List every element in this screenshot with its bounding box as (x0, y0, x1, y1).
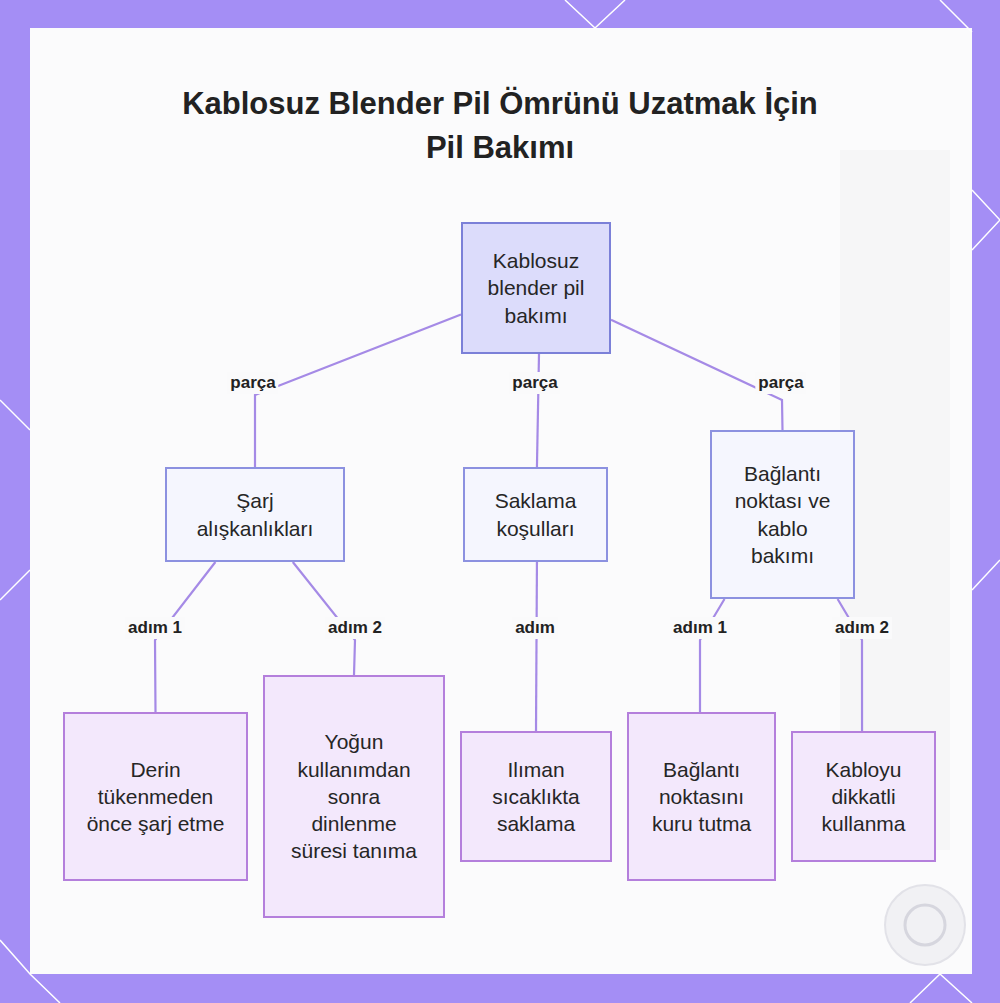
decor-line (910, 974, 972, 1003)
node-text: Bağlantı noktası ve kablo bakımı (732, 460, 833, 569)
edge-label: parça (227, 372, 278, 394)
step-box: Kabloyu dikkatli kullanma (791, 731, 936, 862)
connector (700, 599, 725, 712)
category-box: Saklama koşulları (463, 467, 608, 562)
node-text: Şarj alışkanlıkları (187, 487, 323, 542)
logo (885, 885, 965, 965)
edge-label: parça (509, 372, 560, 394)
step-box: Ilıman sıcaklıkta saklama (460, 731, 612, 862)
decor-line (940, 0, 972, 32)
inner-panel (30, 28, 972, 974)
root-box: Kablosuz blender pil bakımı (461, 222, 611, 354)
decor-line (0, 940, 60, 1003)
edge-label: adım 1 (670, 617, 730, 639)
edge-label: adım 2 (325, 617, 385, 639)
node-text: Ilıman sıcaklıkta saklama (482, 756, 590, 838)
step-box: Bağlantı noktasını kuru tutma (627, 712, 776, 881)
connector (255, 314, 461, 467)
edge-label: parça (755, 372, 806, 394)
node-text: Saklama koşulları (485, 487, 586, 542)
decor-line (0, 400, 30, 430)
edge-label: adım 2 (832, 617, 892, 639)
node-text: Bağlantı noktasını kuru tutma (649, 756, 754, 838)
step-box: Derin tükenmeden önce şarj etme (63, 712, 248, 881)
decor-line (972, 190, 1000, 250)
connector (535, 562, 538, 731)
node-text: Yoğun kullanımdan sonra dinlenme süresi … (285, 728, 423, 864)
node-text: Derin tükenmeden önce şarj etme (85, 756, 226, 838)
step-box: Yoğun kullanımdan sonra dinlenme süresi … (263, 675, 445, 918)
edge-label: adım (512, 617, 558, 639)
decor-line (565, 0, 625, 28)
category-box: Şarj alışkanlıkları (165, 467, 345, 562)
decor-line (0, 570, 30, 600)
connector (537, 354, 539, 467)
logo-circle (885, 885, 965, 965)
diagram-title: Kablosuz Blender Pil Ömrünü Uzatmak İçin… (170, 82, 830, 170)
logo-mark (905, 905, 945, 945)
node-text: Kablosuz blender pil bakımı (483, 247, 589, 329)
node-text: Kabloyu dikkatli kullanma (813, 756, 914, 838)
edge-label: adım 1 (125, 617, 185, 639)
category-box: Bağlantı noktası ve kablo bakımı (710, 430, 855, 599)
decor-line (972, 560, 1000, 590)
